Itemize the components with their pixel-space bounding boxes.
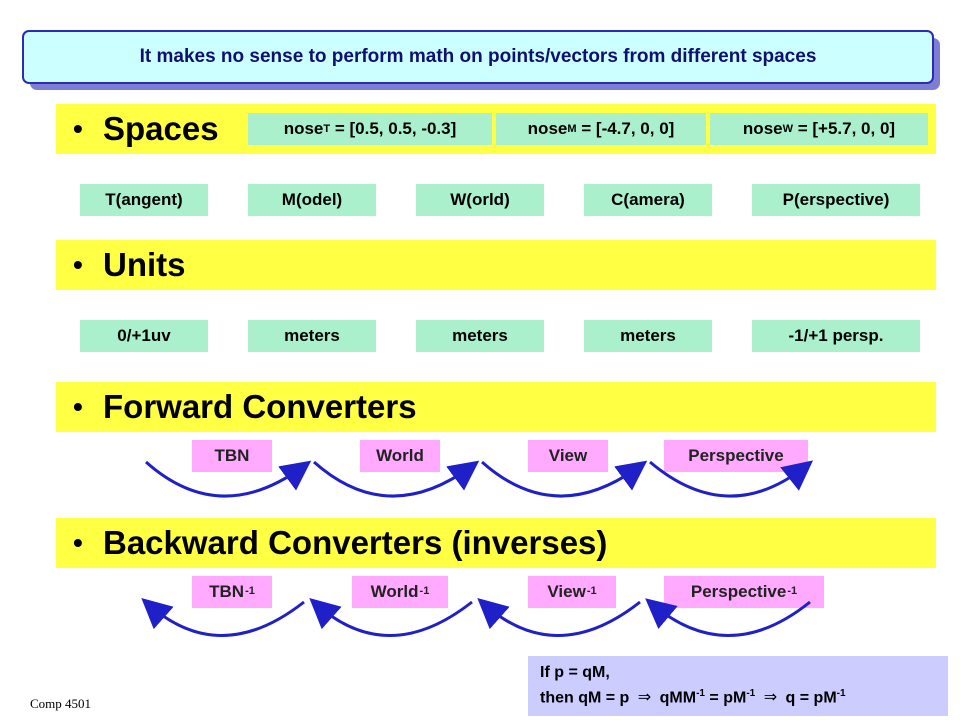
backward-heading: Backward Converters (inverses) <box>103 524 608 561</box>
note-line-1: If p = qM, <box>540 664 610 681</box>
forward-tbn: TBN <box>192 440 272 472</box>
units-heading: Units <box>103 246 186 283</box>
note-part: = pM <box>704 689 747 707</box>
converter-name: Perspective <box>690 582 787 601</box>
unit-world: meters <box>416 320 544 352</box>
inverse-superscript: -1 <box>586 585 597 597</box>
note-part: then qM = p <box>540 689 630 707</box>
unit-tangent: 0/+1uv <box>80 320 208 352</box>
backward-view: View-1 <box>528 576 616 608</box>
nose-subscript: T <box>323 123 331 135</box>
bullet: • <box>73 113 83 144</box>
nose-base: nose <box>527 119 568 138</box>
inverse-superscript: -1 <box>787 585 798 597</box>
space-tangent: T(angent) <box>80 184 208 216</box>
nose-base: nose <box>283 119 324 138</box>
inverse-note: If p = qM, then qM = p ⇒ qMM-1 = pM-1 ⇒ … <box>528 656 948 716</box>
converter-name: World <box>370 582 419 601</box>
note-part: q = pM <box>785 689 837 707</box>
course-footer: Comp 4501 <box>30 696 92 711</box>
forward-heading: Forward Converters <box>103 388 417 425</box>
note-sup: -1 <box>696 688 705 699</box>
unit-camera: meters <box>584 320 712 352</box>
forward-world: World <box>360 440 440 472</box>
forward-perspective: Perspective <box>664 440 808 472</box>
note-sup: -1 <box>746 688 756 699</box>
spaces-heading: Spaces <box>103 110 219 147</box>
note-sup: -1 <box>836 688 846 699</box>
bullet: • <box>73 527 83 558</box>
nose-value: = [-4.7, 0, 0] <box>576 119 675 138</box>
backward-perspective: Perspective-1 <box>664 576 824 608</box>
bullet: • <box>73 249 83 280</box>
unit-perspective: -1/+1 persp. <box>752 320 920 352</box>
inverse-superscript: -1 <box>245 585 255 597</box>
space-camera: C(amera) <box>584 184 712 216</box>
units-band: • Units <box>56 240 936 290</box>
nose-value: = [0.5, 0.5, -0.3] <box>330 119 457 138</box>
nose-subscript: W <box>782 123 793 135</box>
slide-title: It makes no sense to perform math on poi… <box>22 30 934 84</box>
converter-name: View <box>547 582 586 601</box>
space-model: M(odel) <box>248 184 376 216</box>
backward-band: • Backward Converters (inverses) <box>56 518 936 568</box>
space-perspective: P(erspective) <box>752 184 920 216</box>
note-part: qMM <box>659 689 697 707</box>
nose-value: = [+5.7, 0, 0] <box>793 119 896 138</box>
backward-world: World-1 <box>352 576 448 608</box>
inverse-superscript: -1 <box>419 585 430 597</box>
backward-tbn: TBN-1 <box>192 576 272 608</box>
note-line-2: then qM = p ⇒ qMM-1 = pM-1 ⇒ q = pM-1 <box>540 683 948 708</box>
implies-symbol: ⇒ <box>637 687 652 707</box>
forward-view: View <box>528 440 608 472</box>
nose-base: nose <box>742 119 783 138</box>
implies-symbol: ⇒ <box>763 687 778 707</box>
forward-band: • Forward Converters <box>56 382 936 432</box>
bullet: • <box>73 391 83 422</box>
space-world: W(orld) <box>416 184 544 216</box>
converter-name: TBN <box>209 582 245 601</box>
unit-model: meters <box>248 320 376 352</box>
nose-subscript: M <box>567 123 577 135</box>
